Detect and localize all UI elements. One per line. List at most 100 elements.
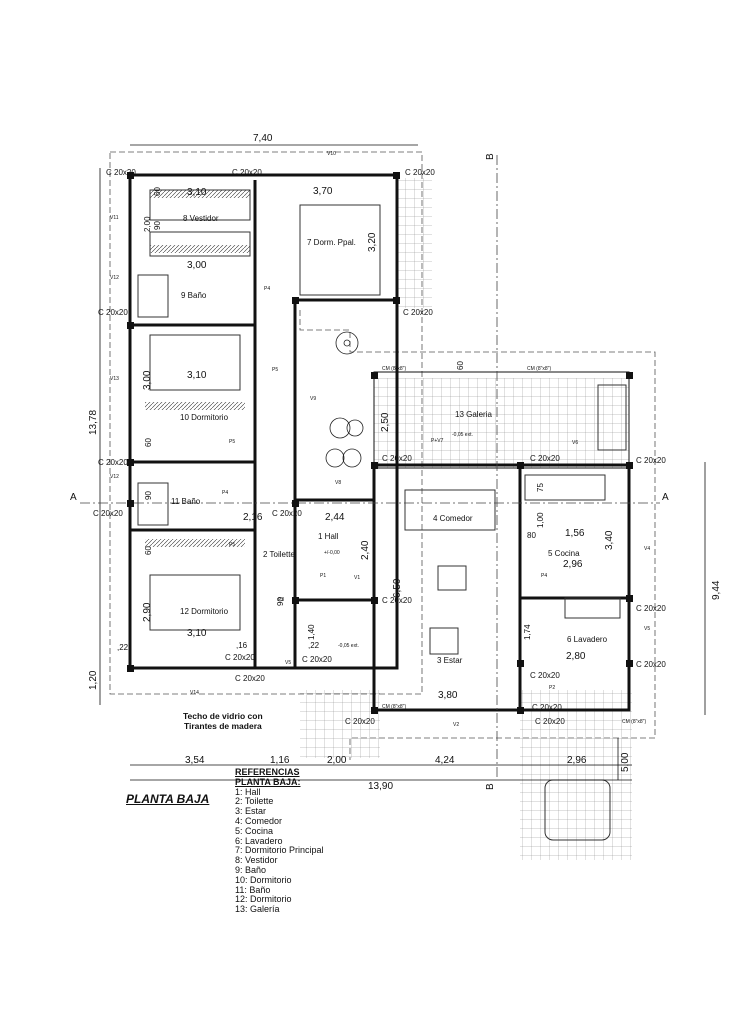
dim-bano2-90: 90 — [144, 491, 153, 500]
room-label-bano-2: 11 Baño — [171, 497, 201, 506]
opening-tag: V6 — [572, 440, 578, 446]
dim-dorm-1-depth: 3,00 — [142, 370, 153, 390]
reference-item: 12: Dormitorio — [235, 894, 292, 905]
dim-lavadero-174: 1,74 — [523, 624, 532, 640]
dim-estar-depth: 6,50 — [392, 578, 403, 598]
dim-022-left: ,22 — [117, 643, 129, 652]
dim-bano-width: 3,00 — [187, 260, 207, 271]
room-label-dorm-ppal: 7 Dorm. Ppal. — [307, 238, 356, 247]
plan-title: PLANTA BAJA — [126, 792, 210, 806]
reference-item: 3: Estar — [235, 806, 267, 817]
dim-top-total: 7,40 — [253, 133, 273, 144]
opening-tag: V12 — [110, 474, 119, 480]
room-label-bano-1: 9 Baño — [181, 291, 207, 300]
section-mark-b-bottom: B — [485, 783, 496, 790]
dim-bottom-2: 1,16 — [270, 755, 290, 766]
opening-tag: V5 — [285, 660, 291, 666]
column-label: C 20x20 — [636, 660, 666, 669]
opening-tag: P+V7 — [431, 438, 444, 444]
dim-galeria-depth: 2,50 — [380, 412, 391, 432]
column-label: CM (8"x8") — [527, 366, 551, 372]
dim-bottom-1: 3,54 — [185, 755, 205, 766]
dim-cocina-100: 1,00 — [536, 512, 545, 528]
reference-item: 13: Galería — [235, 904, 280, 915]
room-label-hall: 1 Hall — [318, 532, 339, 541]
column-label: C 20x20 — [532, 703, 562, 712]
dimension-lines — [99, 144, 706, 781]
references-heading: REFERENCIAS — [235, 767, 300, 777]
column-label: C 20x20 — [535, 717, 565, 726]
column-label: C 20x20 — [530, 671, 560, 680]
opening-tag: V12 — [110, 275, 119, 281]
reference-item: 11: Baño — [235, 884, 271, 895]
opening-tag: V2 — [453, 722, 459, 728]
glass-roof-note: Techo de vidrio con Tirantes de madera — [183, 711, 263, 731]
opening-tag: P4 — [541, 573, 547, 579]
room-label-comedor: 4 Comedor — [433, 514, 473, 523]
dim-140: 1,40 — [307, 624, 316, 640]
dim-pasillo: 2,16 — [243, 512, 263, 523]
opening-tag: V5 — [644, 626, 650, 632]
property-boundary — [109, 151, 656, 760]
dim-galeria-60: 60 — [456, 361, 465, 370]
opening-tag: V10 — [327, 151, 336, 157]
reference-item: 7: Dormitorio Principal — [235, 845, 324, 856]
exterior-paving — [300, 690, 380, 758]
reference-item: 4: Comedor — [235, 815, 283, 826]
dim-hall-width: 2,44 — [325, 512, 345, 523]
opening-tag: P2 — [549, 685, 555, 691]
room-label-lavadero: 6 Lavadero — [567, 635, 608, 644]
dim-dorm-2-depth: 2,90 — [142, 602, 153, 622]
opening-tag: V9 — [310, 396, 316, 402]
dim-vestidor-200: 2,00 — [143, 216, 152, 232]
dim-dorm-ppal-width: 3,70 — [313, 186, 333, 197]
dim-dorm-1-width: 3,10 — [187, 370, 207, 381]
opening-tag: P1 — [320, 573, 326, 579]
dim-dorm-2-width: 3,10 — [187, 628, 207, 639]
dim-garage: 5,00 — [620, 752, 631, 772]
dim-left-bottom: 1,20 — [88, 670, 99, 690]
walls — [128, 173, 631, 712]
section-mark-a-right: A — [662, 492, 669, 503]
opening-tag: P5 — [272, 367, 278, 373]
level-mark: +/-0,00 — [324, 550, 340, 556]
opening-tag: P5 — [229, 542, 235, 548]
room-label-dormitorio-1: 10 Dormitorio — [180, 413, 229, 422]
dim-022-mid: ,22 — [308, 641, 320, 650]
dim-dorm-ppal-depth: 3,20 — [367, 232, 378, 252]
dim-cocina-2: 2,96 — [563, 559, 583, 570]
opening-tag: P4 — [222, 490, 228, 496]
column-label: C 20x20 — [403, 308, 433, 317]
opening-tag: P3 — [278, 597, 284, 603]
dim-estar-width: 3,80 — [438, 690, 458, 701]
dim-left-total: 13,78 — [88, 410, 99, 435]
column-label: C 20x20 — [225, 653, 255, 662]
reference-item: 1: Hall — [235, 786, 261, 797]
reference-item: 2: Toilette — [235, 796, 274, 807]
pergola-floor — [396, 178, 432, 308]
dim-bano2-60: 60 — [144, 438, 153, 447]
reference-item: 8: Vestidor — [235, 855, 278, 866]
dim-cocina-80: 80 — [527, 531, 536, 540]
section-mark-a-left: A — [70, 492, 77, 503]
dim-vestidor-60: 60 — [153, 187, 162, 196]
dim-016: ,16 — [236, 641, 248, 650]
opening-tag: P4 — [264, 286, 270, 292]
dim-bottom-5: 2,96 — [567, 755, 587, 766]
dim-right-total: 9,44 — [711, 580, 722, 600]
hatched-counters — [145, 190, 250, 547]
column-label: CM (8"x8") — [382, 366, 406, 372]
garden-trees — [325, 331, 364, 468]
section-lines — [80, 155, 660, 780]
dim-cocina-75: 75 — [536, 483, 545, 492]
dim-bottom-3: 2,00 — [327, 755, 347, 766]
note-line-2: Tirantes de madera — [183, 721, 262, 731]
room-label-estar: 3 Estar — [437, 656, 463, 665]
opening-tag: V4 — [644, 546, 650, 552]
level-mark: -0,05 ext. — [338, 643, 359, 649]
level-mark: -0,05 ext. — [452, 432, 473, 438]
room-label-toilette: 2 Toilette — [263, 550, 295, 559]
column-label: C 20x20 — [382, 596, 412, 605]
column-label: CM (8"x8") — [382, 704, 406, 710]
